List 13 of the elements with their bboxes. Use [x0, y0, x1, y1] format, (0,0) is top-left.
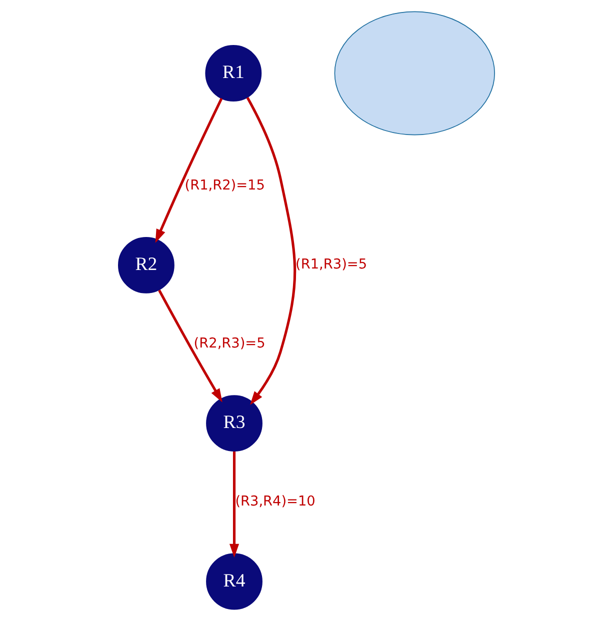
node-circle: R2	[118, 236, 174, 294]
arrow	[246, 96, 296, 405]
edge-label: (R3,R4)=10	[235, 494, 316, 510]
arrow	[155, 98, 223, 243]
arrow	[229, 451, 240, 558]
edge-label: (R2,R3)=5	[194, 336, 266, 352]
arrow	[158, 290, 222, 402]
edge-label: (R1,R2)=15	[184, 177, 265, 194]
edge-label: (R1,R3)=5	[296, 256, 368, 272]
node-circle: R3	[206, 395, 262, 452]
node-circle: R1	[205, 45, 262, 102]
node-circle: R4	[206, 553, 262, 610]
node-cloud	[334, 11, 495, 136]
